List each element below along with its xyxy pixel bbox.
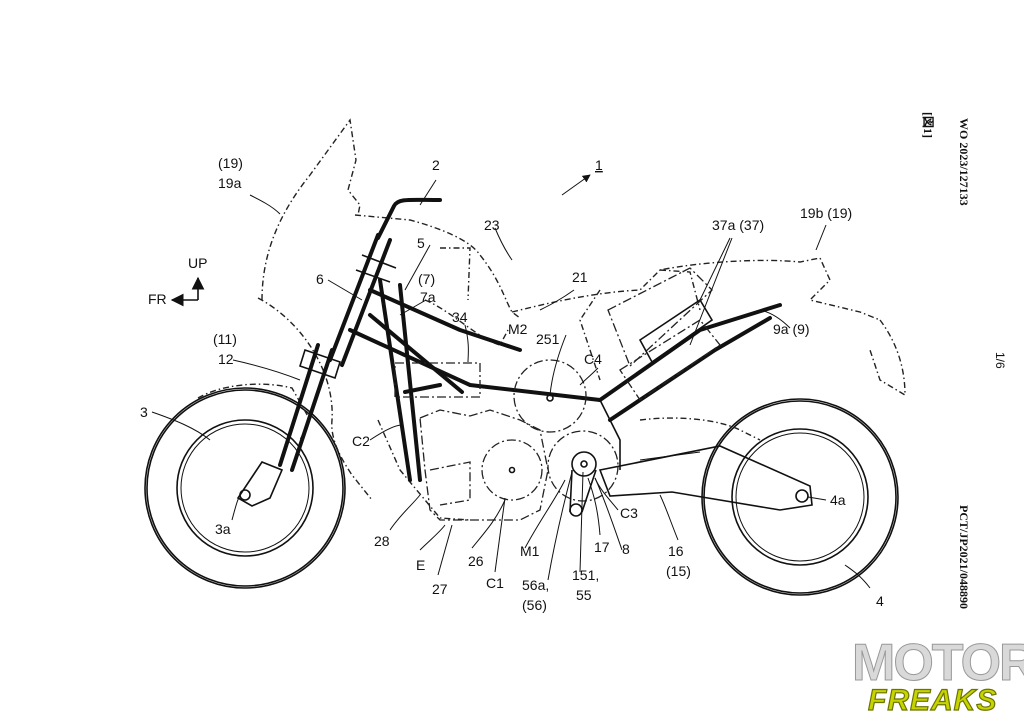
label-34: 34 [452, 309, 468, 325]
label-e: E [416, 557, 425, 573]
label-4: 4 [876, 593, 884, 609]
label-6: 6 [316, 271, 324, 287]
label-56: (56) [522, 597, 547, 613]
page-number: 1/6 [993, 352, 1007, 369]
label-16: 16 [668, 543, 684, 559]
leader-lines [152, 175, 870, 588]
label-28: 28 [374, 533, 390, 549]
figure-label: [図1] [921, 112, 935, 138]
label-19b: 19b (19) [800, 205, 852, 221]
label-8: 8 [622, 541, 630, 557]
label-11: (11) [213, 331, 237, 347]
label-7a: 7a [420, 289, 436, 305]
label-9a: 9a (9) [773, 321, 810, 337]
label-151: 151, [572, 567, 599, 583]
label-m1: M1 [520, 543, 540, 559]
label-12: 12 [218, 351, 234, 367]
orientation-indicator [172, 278, 198, 300]
application-number: PCT/JP2021/048890 [957, 505, 971, 609]
front-label: FR [148, 291, 167, 307]
label-55: 55 [576, 587, 592, 603]
sprocket-17 [572, 452, 596, 476]
label-c2: C2 [352, 433, 370, 449]
label-3a: 3a [215, 521, 231, 537]
motorfreaks-logo: MOTOR FREAKS [852, 634, 1024, 717]
label-251: 251 [536, 331, 560, 347]
label-2: 2 [432, 157, 440, 173]
label-19a: 19a [218, 175, 242, 191]
label-1: 1 [595, 157, 603, 173]
label-19-paren: (19) [218, 155, 243, 171]
shaft-151 [581, 461, 587, 467]
label-c1: C1 [486, 575, 504, 591]
label-56a: 56a, [522, 577, 549, 593]
svg-text:FREAKS: FREAKS [868, 684, 997, 717]
gear-55 [570, 504, 582, 516]
frame [238, 200, 780, 506]
label-5: 5 [417, 235, 425, 251]
up-label: UP [188, 255, 207, 271]
label-26: 26 [468, 553, 484, 569]
rear-wheel [702, 399, 898, 595]
label-m2: M2 [508, 321, 528, 337]
label-17: 17 [594, 539, 610, 555]
label-37a: 37a (37) [712, 217, 764, 233]
label-7: (7) [418, 271, 435, 287]
label-23: 23 [484, 217, 500, 233]
bodywork-outline [198, 120, 905, 520]
label-c4: C4 [584, 351, 602, 367]
label-15: (15) [666, 563, 691, 579]
clutch-c1-circle [482, 440, 542, 500]
shaft-26 [510, 468, 515, 473]
label-c3: C3 [620, 505, 638, 521]
label-4a: 4a [830, 492, 846, 508]
label-27: 27 [432, 581, 448, 597]
label-3: 3 [140, 404, 148, 420]
publication-number: WO 2023/127133 [957, 118, 971, 206]
label-21: 21 [572, 269, 588, 285]
engine-block [420, 410, 548, 520]
